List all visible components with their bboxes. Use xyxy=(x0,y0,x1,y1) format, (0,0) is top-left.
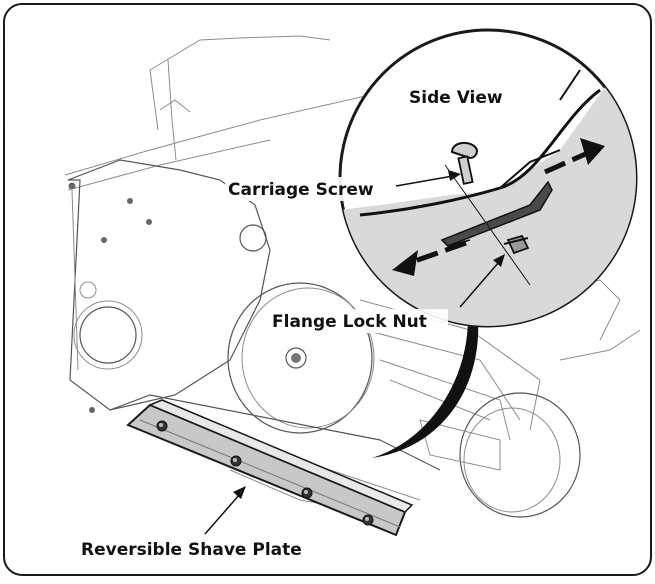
carriage-screw xyxy=(450,141,478,185)
carriage-screw-label-bg xyxy=(225,177,395,201)
callout-wedge xyxy=(372,318,479,458)
side-view-inset xyxy=(338,28,638,328)
carriage-screw-label: Carriage Screw xyxy=(228,180,374,200)
flange-lock-nut xyxy=(503,234,530,255)
flange-lock-nut-label: Flange Lock Nut xyxy=(272,312,427,332)
reversing-direction-arrow xyxy=(392,138,605,276)
leader-lines xyxy=(204,170,505,535)
reversible-shave-plate xyxy=(126,399,414,537)
reversible-shave-plate-label: Reversible Shave Plate xyxy=(81,540,302,560)
flange-lock-nut-label-bg xyxy=(270,309,448,333)
side-view-label: Side View xyxy=(409,88,503,108)
